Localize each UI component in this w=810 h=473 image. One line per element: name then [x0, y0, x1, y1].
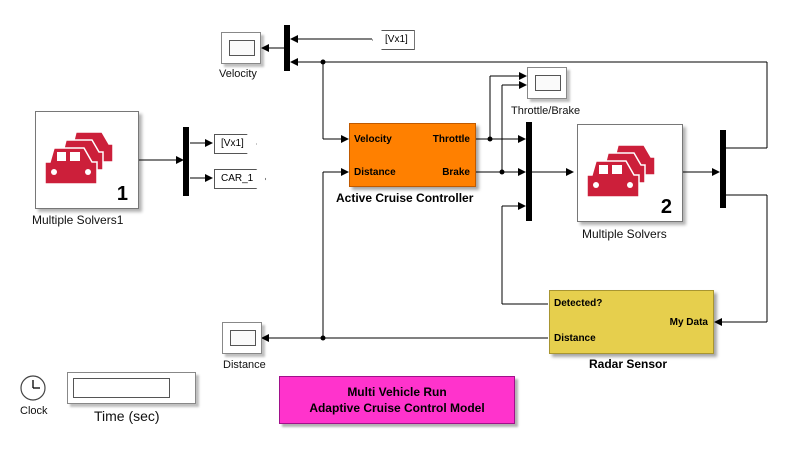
multiple-solvers1-block[interactable]: 1 — [35, 111, 139, 209]
velocity-scope-label: Velocity — [219, 68, 257, 80]
clock-icon — [20, 375, 46, 401]
radar-detected-port: Detected? — [554, 298, 603, 309]
velocity-mux[interactable] — [284, 25, 290, 71]
scope-icon — [535, 75, 561, 91]
distance-scope-label: Distance — [223, 359, 266, 371]
throttle-brake-scope-label: Throttle/Brake — [511, 105, 581, 117]
clock-label: Clock — [20, 405, 48, 417]
distance-scope[interactable] — [222, 322, 262, 354]
clock-block[interactable] — [19, 374, 47, 402]
acc-title: Active Cruise Controller — [336, 191, 474, 205]
acc-throttle-port: Throttle — [432, 134, 470, 145]
acc-distance-port: Distance — [354, 167, 396, 178]
radar-mydata-port: My Data — [669, 317, 708, 328]
vx1-from-tag[interactable]: [Vx1] — [372, 30, 415, 50]
radar-title: Radar Sensor — [589, 357, 668, 371]
throttle-brake-scope[interactable] — [527, 67, 567, 99]
scope-icon — [230, 330, 256, 346]
subsystem-number: 1 — [116, 183, 128, 205]
car-stack-icon — [586, 144, 656, 198]
demux-right[interactable] — [720, 130, 726, 208]
junction-throttle — [487, 136, 493, 142]
subsystem-number: 2 — [660, 196, 672, 218]
junction-velocity — [320, 59, 326, 65]
annotation-line-1: Multi Vehicle Run — [347, 385, 447, 399]
model-annotation: Multi Vehicle Run Adaptive Cruise Contro… — [279, 376, 515, 424]
mux-middle[interactable] — [526, 122, 532, 221]
display-screen — [73, 378, 170, 398]
multiple-solvers-block[interactable]: 2 — [577, 124, 683, 222]
junction-brake — [499, 169, 505, 175]
active-cruise-controller-block[interactable]: Velocity Distance Throttle Brake — [349, 123, 476, 187]
velocity-scope[interactable] — [221, 32, 261, 64]
multiple-solvers-label: Multiple Solvers — [582, 227, 667, 241]
demux-left[interactable] — [183, 127, 189, 196]
scope-icon — [229, 40, 255, 56]
acc-velocity-port: Velocity — [354, 134, 392, 145]
time-display-block[interactable] — [67, 372, 196, 404]
radar-sensor-block[interactable]: Detected? Distance My Data — [549, 290, 714, 354]
vx1-goto-tag[interactable]: [Vx1] — [214, 134, 257, 154]
car1-goto-tag[interactable]: CAR_1 — [214, 169, 266, 189]
junction-distance — [320, 335, 326, 341]
radar-distance-port: Distance — [554, 333, 596, 344]
multiple-solvers1-label: Multiple Solvers1 — [32, 213, 124, 227]
car-stack-icon — [44, 131, 114, 185]
annotation-line-2: Adaptive Cruise Control Model — [309, 401, 485, 415]
time-display-label: Time (sec) — [94, 408, 160, 424]
acc-brake-port: Brake — [442, 167, 470, 178]
